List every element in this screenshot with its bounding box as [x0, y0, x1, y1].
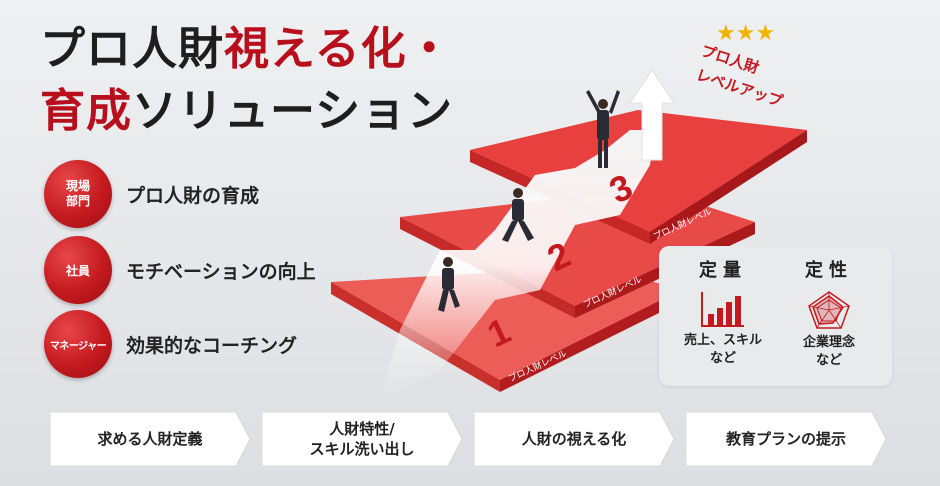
badge-line: 社員: [65, 263, 90, 278]
bullet-label: モチベーションの向上: [126, 260, 316, 283]
qualitative-sub-line2: など: [815, 353, 842, 368]
title-red-part: 視える化・: [224, 22, 453, 75]
chevron-shape: [50, 412, 250, 466]
bullet-manager: マネージャー 効果的なコーチング: [44, 310, 297, 378]
quantitative-column: 定量 売上、スキル など: [673, 256, 773, 368]
qualitative-sub: 企業理念 など: [779, 334, 879, 370]
flow-step-4-text: 教育プランの提示: [726, 429, 846, 449]
badge-line: 現場: [65, 179, 90, 193]
page-title-line1: プロ人財視える化・: [40, 26, 453, 71]
badge-line: 部門: [65, 194, 90, 208]
chevron-shape: [686, 412, 886, 466]
bullet-shain: 社員 モチベーションの向上: [44, 236, 316, 304]
bullet-genba: 現場 部門 プロ人財の育成: [44, 160, 259, 228]
flow-step-1: 求める人財定義: [50, 412, 250, 466]
levelup-line2: レベルアップ: [694, 66, 786, 111]
flow-line: スキル洗い出し: [309, 440, 415, 458]
flow-step-3-text: 人財の視える化: [522, 429, 627, 449]
flow-step-1-text: 求める人財定義: [97, 429, 202, 449]
flow-line: 人財の視える化: [521, 430, 627, 448]
badge-manager: マネージャー: [44, 310, 112, 378]
bar-chart-icon: [701, 292, 744, 327]
quantitative-sub-line1: 売上、スキル: [683, 333, 762, 348]
person-celebrating-icon: [586, 90, 620, 168]
stair-path: [380, 130, 655, 400]
person-climbing-2-icon: [502, 188, 534, 242]
badge-shain: 社員: [44, 236, 112, 304]
qualitative-heading: 定性: [805, 260, 853, 281]
bullet-label: プロ人財の育成: [126, 184, 260, 207]
radar-chart-icon: [808, 291, 850, 329]
badge-genba: 現場 部門: [44, 160, 112, 228]
chevron-shape: [474, 412, 674, 466]
flow-line: 求める人財定義: [97, 430, 203, 448]
evaluation-box: 定量 売上、スキル など 定性 企業理念 など: [659, 246, 892, 386]
quantitative-heading: 定量: [699, 260, 747, 281]
flow-step-2-text: 人財特性/ スキル洗い出し: [309, 419, 414, 459]
badge-line: マネージャー: [49, 340, 107, 352]
qualitative-column: 定性 企業理念 など: [779, 256, 879, 370]
page-title-line2: 育成ソリューション: [40, 88, 453, 133]
flow-step-4: 教育プランの提示: [686, 412, 886, 466]
title-black-part-2: ソリューション: [132, 84, 454, 137]
quantitative-sub: 売上、スキル など: [673, 332, 773, 368]
title-red-part-2: 育成: [40, 84, 133, 137]
flow-line: 教育プランの提示: [725, 430, 846, 448]
stars-icon: ★★★: [716, 21, 775, 46]
title-black-part: プロ人財: [40, 22, 225, 75]
flow-step-3: 人財の視える化: [474, 412, 674, 466]
up-arrow-icon: [629, 69, 675, 161]
person-climbing-1-icon: [438, 257, 460, 312]
flow-step-2: 人財特性/ スキル洗い出し: [262, 412, 462, 466]
chevron-shape: [262, 412, 462, 466]
qualitative-sub-line1: 企業理念: [802, 335, 855, 350]
bullet-label: 効果的なコーチング: [126, 334, 298, 357]
flow-line: 人財特性/: [329, 420, 395, 438]
quantitative-sub-line2: など: [709, 351, 736, 366]
